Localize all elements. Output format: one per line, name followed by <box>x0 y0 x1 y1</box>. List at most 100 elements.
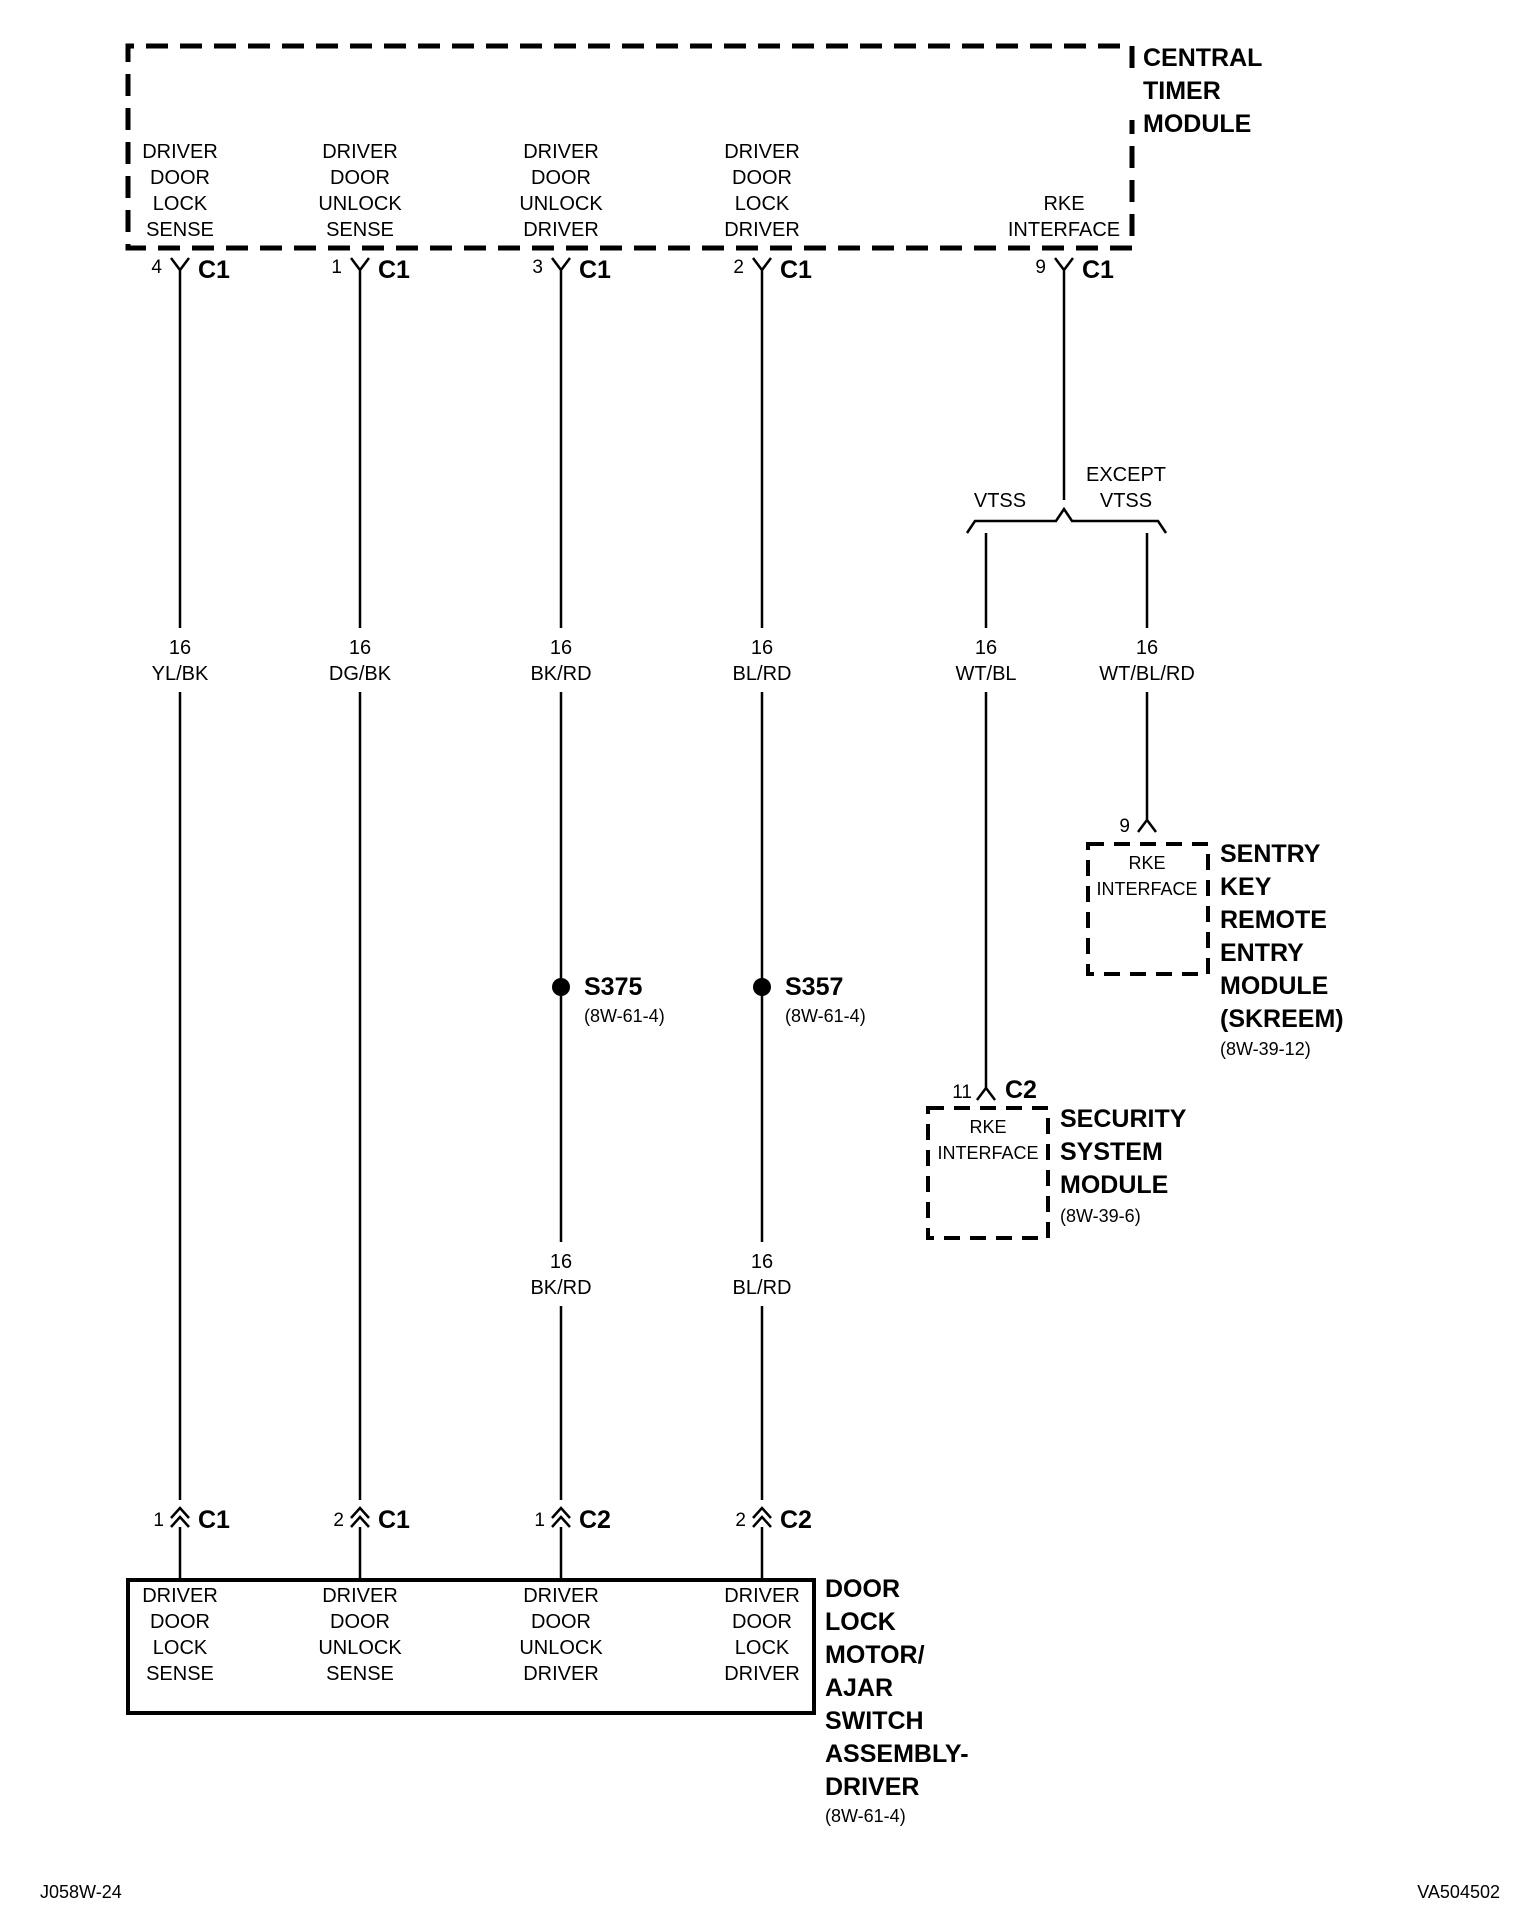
door-pin4-label-4: DRIVER <box>724 1663 800 1685</box>
skreem-inner-2: INTERFACE <box>1096 879 1197 899</box>
door-pin1-label-4: SENSE <box>146 1663 214 1685</box>
ctm-pin-number-5: 9 <box>1035 257 1046 278</box>
ctm-name-line-3: MODULE <box>1143 110 1251 138</box>
central-timer-module-outline <box>125 43 1135 251</box>
wire-4-gauge: 16 <box>751 637 773 659</box>
wire-5-gauge: 16 <box>975 637 997 659</box>
branch-right-label-1: EXCEPT <box>1086 464 1166 486</box>
ctm-name-line-2: TIMER <box>1143 77 1221 105</box>
ssm-outline <box>926 1106 1050 1240</box>
skreem-ref: (8W-39-12) <box>1220 1039 1311 1059</box>
ctm-pin-number-2: 1 <box>331 257 342 278</box>
splice-s375-id: S375 <box>584 973 642 1001</box>
ctm-connector-4: C1 <box>780 256 812 284</box>
ssm-name-3: MODULE <box>1060 1171 1168 1199</box>
ctm-pin1-label-2: DOOR <box>150 167 210 189</box>
splice-s375-ref: (8W-61-4) <box>584 1006 665 1026</box>
footer-right-code: VA504502 <box>1417 1882 1500 1902</box>
wire-4b-color: BL/RD <box>733 1277 792 1299</box>
door-pin4-label-2: DOOR <box>732 1611 792 1633</box>
ctm-pin3-label-1: DRIVER <box>523 141 599 163</box>
door-name-5: SWITCH <box>825 1707 924 1735</box>
door-name-4: AJAR <box>825 1674 893 1702</box>
splice-s375-dot <box>552 978 570 996</box>
wire-6-gauge: 16 <box>1136 637 1158 659</box>
door-pin1-label-2: DOOR <box>150 1611 210 1633</box>
wire-4b-gauge: 16 <box>751 1251 773 1273</box>
door-pin-number-2: 2 <box>333 1510 344 1531</box>
ssm-pin: 11 <box>952 1082 972 1103</box>
wire-3-gauge: 16 <box>550 637 572 659</box>
branch-left-label: VTSS <box>974 490 1026 512</box>
door-pin-number-3: 1 <box>534 1510 545 1531</box>
door-pin4-label-1: DRIVER <box>724 1585 800 1607</box>
splice-s357-ref: (8W-61-4) <box>785 1006 866 1026</box>
ctm-pin4-label-3: LOCK <box>735 193 790 215</box>
ctm-pin-number-1: 4 <box>151 257 162 278</box>
ctm-pin2-label-2: DOOR <box>330 167 390 189</box>
ssm-name-1: SECURITY <box>1060 1105 1187 1133</box>
door-ref: (8W-61-4) <box>825 1806 906 1826</box>
ssm-name-2: SYSTEM <box>1060 1138 1163 1166</box>
door-pin4-label-3: LOCK <box>735 1637 790 1659</box>
wire-4-color: BL/RD <box>733 663 792 685</box>
skreem-name-4: ENTRY <box>1220 939 1304 967</box>
door-name-2: LOCK <box>825 1608 896 1636</box>
ctm-connector-2: C1 <box>378 256 410 284</box>
ctm-pin-number-3: 3 <box>532 257 543 278</box>
door-name-1: DOOR <box>825 1575 900 1603</box>
ssm-inner-1: RKE <box>969 1117 1006 1137</box>
ssm-connector <box>976 1085 996 1101</box>
ctm-pin-number-4: 2 <box>733 257 744 278</box>
skreem-connector <box>1137 817 1157 833</box>
ctm-pin4-label-1: DRIVER <box>724 141 800 163</box>
wire-2-gauge: 16 <box>349 637 371 659</box>
skreem-name-6: (SKREEM) <box>1220 1005 1344 1033</box>
skreem-name-2: KEY <box>1220 873 1272 901</box>
ctm-pin1-label-1: DRIVER <box>142 141 218 163</box>
door-pin2-label-3: UNLOCK <box>318 1637 402 1659</box>
ctm-pin2-label-3: UNLOCK <box>318 193 402 215</box>
skreem-outline <box>1086 842 1210 976</box>
door-name-3: MOTOR/ <box>825 1641 925 1669</box>
door-pin2-label-1: DRIVER <box>322 1585 398 1607</box>
ctm-pin1-label-4: SENSE <box>146 219 214 241</box>
wire-6-color: WT/BL/RD <box>1099 663 1195 685</box>
door-pin-number-4: 2 <box>735 1510 746 1531</box>
door-lock-motor-outline <box>126 1578 816 1715</box>
door-connector-3: C2 <box>579 1506 611 1534</box>
door-pin-number-1: 1 <box>153 1510 164 1531</box>
door-connectors <box>170 1506 772 1580</box>
door-pin2-label-4: SENSE <box>326 1663 394 1685</box>
wire-1-gauge: 16 <box>169 637 191 659</box>
door-pin2-label-2: DOOR <box>330 1611 390 1633</box>
ssm-inner-2: INTERFACE <box>937 1143 1038 1163</box>
ssm-ref: (8W-39-6) <box>1060 1206 1141 1226</box>
door-connector-1: C1 <box>198 1506 230 1534</box>
door-name-6: ASSEMBLY- <box>825 1740 969 1768</box>
skreem-name-1: SENTRY <box>1220 840 1321 868</box>
skreem-pin: 9 <box>1119 816 1130 837</box>
wire-3b-gauge: 16 <box>550 1251 572 1273</box>
door-pin3-label-4: DRIVER <box>523 1663 599 1685</box>
wire-1-color: YL/BK <box>152 663 209 685</box>
door-connector-4: C2 <box>780 1506 812 1534</box>
ctm-name-line-1: CENTRAL <box>1143 44 1262 72</box>
ctm-pin4-label-2: DOOR <box>732 167 792 189</box>
door-pin1-label-1: DRIVER <box>142 1585 218 1607</box>
ctm-pin5-label-1: RKE <box>1043 193 1084 215</box>
skreem-name-3: REMOTE <box>1220 906 1327 934</box>
branch-right-label-2: VTSS <box>1100 490 1152 512</box>
door-pin3-label-3: UNLOCK <box>519 1637 603 1659</box>
skreem-name-5: MODULE <box>1220 972 1328 1000</box>
skreem-inner-1: RKE <box>1128 853 1165 873</box>
ctm-connector-3: C1 <box>579 256 611 284</box>
ctm-connectors <box>170 257 1074 278</box>
ctm-pin3-label-4: DRIVER <box>523 219 599 241</box>
footer-left-code: J058W-24 <box>40 1882 122 1902</box>
door-pin3-label-2: DOOR <box>531 1611 591 1633</box>
ctm-connector-1: C1 <box>198 256 230 284</box>
wire-3b-color: BK/RD <box>530 1277 591 1299</box>
splice-s357-id: S357 <box>785 973 843 1001</box>
